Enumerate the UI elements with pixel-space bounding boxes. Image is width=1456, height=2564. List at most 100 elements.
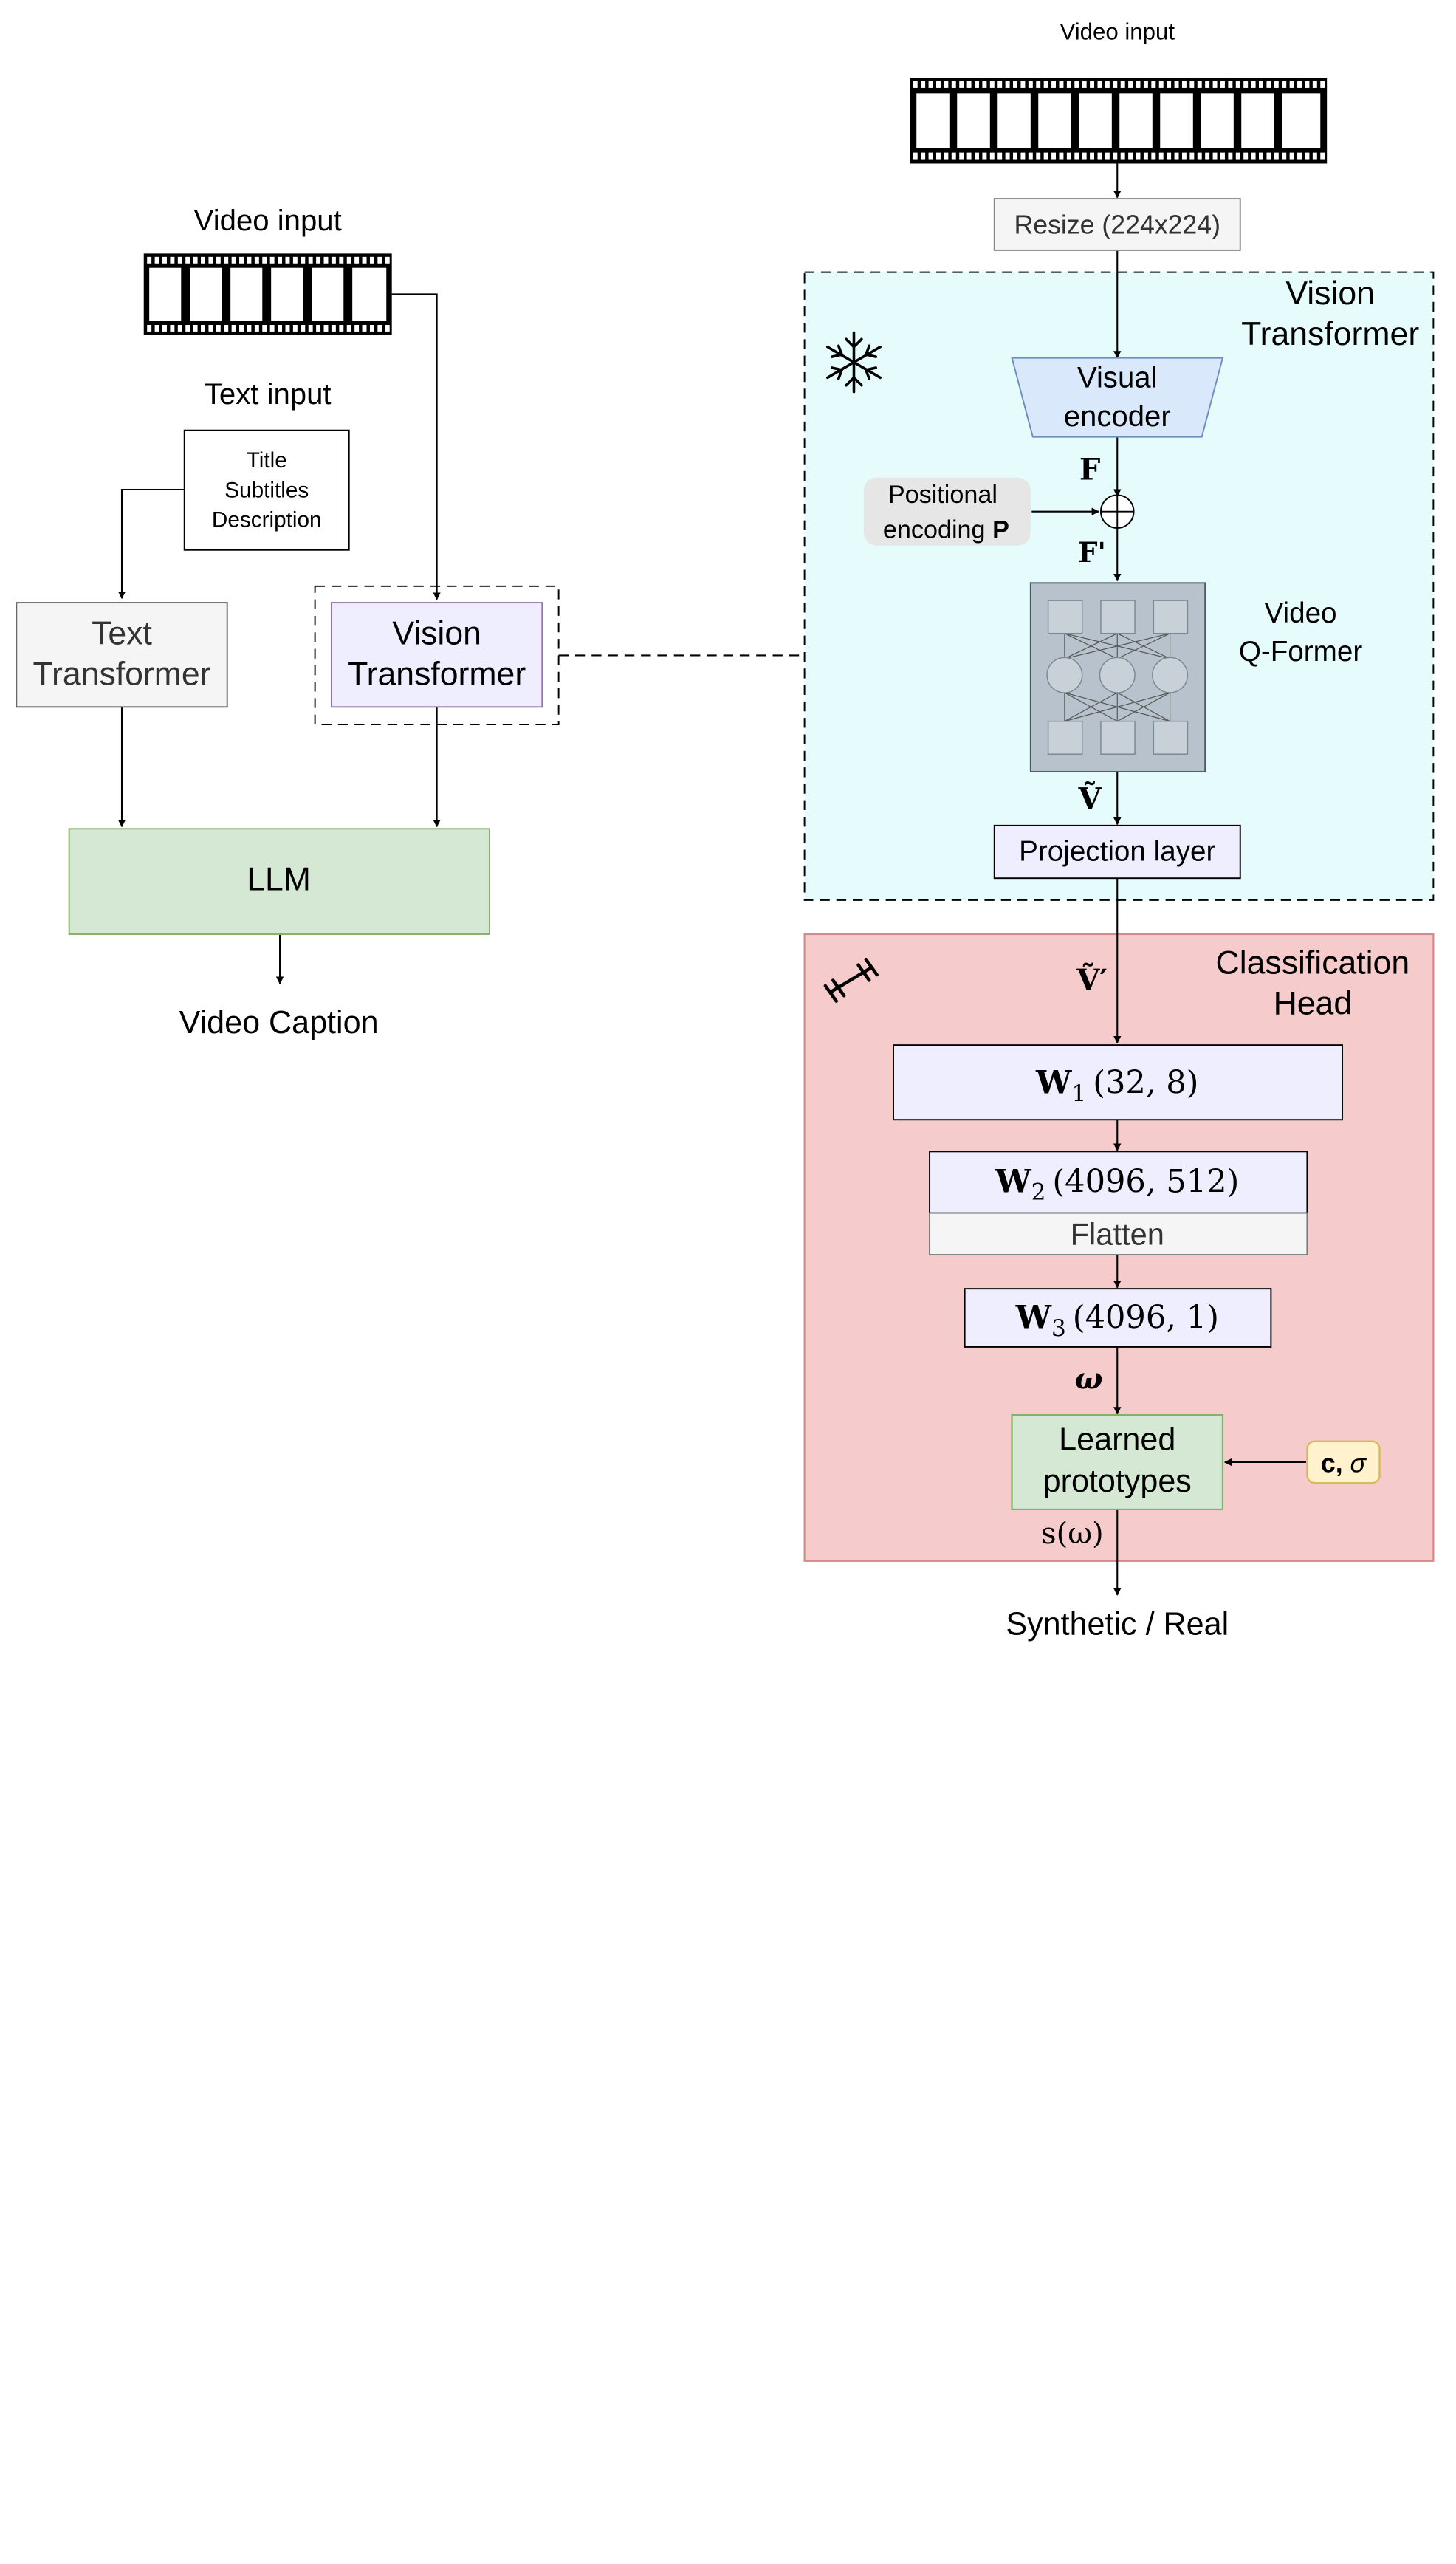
- film-perforation: [1228, 152, 1233, 160]
- film-perforation: [1113, 81, 1118, 88]
- film-perforation: [224, 256, 229, 264]
- text-source-title: Title: [247, 448, 287, 473]
- film-perforation: [377, 256, 382, 264]
- w3-box: W3(4096, 1): [964, 1288, 1272, 1348]
- projection-layer-label: Projection layer: [1019, 835, 1215, 867]
- positional-encoding-word: encoding: [883, 515, 986, 544]
- film-perforation: [147, 256, 152, 264]
- film-perforation: [224, 325, 229, 332]
- film-perforation: [339, 325, 344, 332]
- film-perforation: [201, 256, 205, 264]
- llm-box: LLM: [68, 828, 490, 935]
- film-perforation: [1251, 81, 1256, 88]
- film-perforation: [1020, 152, 1026, 160]
- resize-box: Resize (224x224): [993, 198, 1241, 251]
- w2-label: W2(4096, 512): [995, 1163, 1239, 1205]
- film-perforation: [1013, 81, 1017, 88]
- film-perforation: [1181, 152, 1187, 160]
- film-perforation: [1090, 152, 1095, 160]
- w3-sub: 3: [1051, 1315, 1066, 1342]
- film-perforation: [346, 325, 351, 332]
- film-perforation: [1197, 152, 1202, 160]
- film-perforation: [1235, 152, 1240, 160]
- text-input-label: Text input: [205, 377, 332, 411]
- film-perforation: [331, 325, 336, 332]
- film-perforation: [385, 256, 390, 264]
- text-transformer-line1: Text: [92, 616, 152, 652]
- w3-label: W3(4096, 1): [1015, 1300, 1219, 1342]
- film-perforation: [285, 256, 290, 264]
- llm-label: LLM: [247, 862, 311, 898]
- w3-name: W: [1015, 1300, 1052, 1337]
- film-perforation: [1090, 81, 1095, 88]
- film-perforation: [1220, 81, 1225, 88]
- film-perforation: [354, 256, 360, 264]
- visual-encoder-box: Visual encoder: [1011, 357, 1224, 438]
- add-operator-icon: [1099, 494, 1135, 529]
- film-perforation: [354, 325, 360, 332]
- film-perforation: [278, 256, 283, 264]
- film-perforation: [921, 81, 926, 88]
- w2-name: W: [995, 1163, 1031, 1200]
- film-perforation: [239, 325, 244, 332]
- film-perforation: [1136, 152, 1141, 160]
- positional-encoding-line2: encoding P: [883, 515, 1009, 544]
- film-perforation: [269, 256, 275, 264]
- film-perforation: [339, 256, 344, 264]
- right-film-strip-icon: [910, 78, 1328, 164]
- film-perforation: [928, 152, 933, 160]
- film-perforation: [216, 256, 221, 264]
- qformer-block: [1029, 582, 1206, 772]
- film-perforation: [1143, 152, 1148, 160]
- film-perforation: [1158, 81, 1164, 88]
- film-perforation: [997, 152, 1003, 160]
- film-perforation: [247, 256, 252, 264]
- film-perforation: [1266, 152, 1271, 160]
- film-perforation: [1105, 81, 1110, 88]
- film-perforation: [323, 325, 329, 332]
- film-perforation: [1043, 152, 1048, 160]
- film-perforation: [247, 325, 252, 332]
- film-perforation: [1205, 81, 1210, 88]
- dumbbell-icon: [823, 957, 879, 1003]
- flatten-box: Flatten: [929, 1212, 1308, 1256]
- w1-label: W1(32, 8): [1035, 1065, 1198, 1107]
- resize-label: Resize (224x224): [1014, 210, 1220, 240]
- film-perforation: [239, 256, 244, 264]
- film-perforation: [177, 256, 182, 264]
- score-label: s(ω): [1041, 1517, 1104, 1551]
- film-perforation: [975, 152, 979, 160]
- film-perforation: [1082, 152, 1087, 160]
- learned-prototypes-box: Learned prototypes: [1011, 1413, 1224, 1511]
- film-perforation: [1251, 152, 1256, 160]
- film-perforation: [1205, 152, 1210, 160]
- film-perforation: [989, 81, 995, 88]
- text-transformer-box: Text Transformer: [16, 602, 228, 708]
- symbol-V-tilde: Ṽ: [1078, 781, 1102, 817]
- w1-sub: 1: [1071, 1080, 1086, 1107]
- film-perforation: [323, 256, 329, 264]
- film-perforation: [959, 152, 964, 160]
- film-perforation: [385, 325, 390, 332]
- film-perforation: [1059, 81, 1064, 88]
- film-perforation: [1066, 81, 1071, 88]
- film-perforation: [185, 325, 190, 332]
- film-perforation: [989, 152, 995, 160]
- film-perforation: [997, 81, 1003, 88]
- film-perforation: [966, 152, 972, 160]
- film-perforation: [1320, 152, 1325, 160]
- qformer-label-line1: Video: [1264, 597, 1336, 629]
- film-perforation: [208, 256, 213, 264]
- film-perforation: [292, 325, 298, 332]
- film-perforation: [154, 256, 159, 264]
- film-perforation: [944, 152, 949, 160]
- text-transformer-line2: Transformer: [32, 657, 210, 693]
- film-perforation: [1320, 81, 1325, 88]
- film-perforation: [1282, 81, 1287, 88]
- film-perforation: [1181, 81, 1187, 88]
- left-video-input-label: Video input: [194, 204, 342, 237]
- film-perforation: [1297, 81, 1302, 88]
- film-perforation: [377, 325, 382, 332]
- film-perforation: [1189, 81, 1195, 88]
- film-perforation: [1274, 81, 1279, 88]
